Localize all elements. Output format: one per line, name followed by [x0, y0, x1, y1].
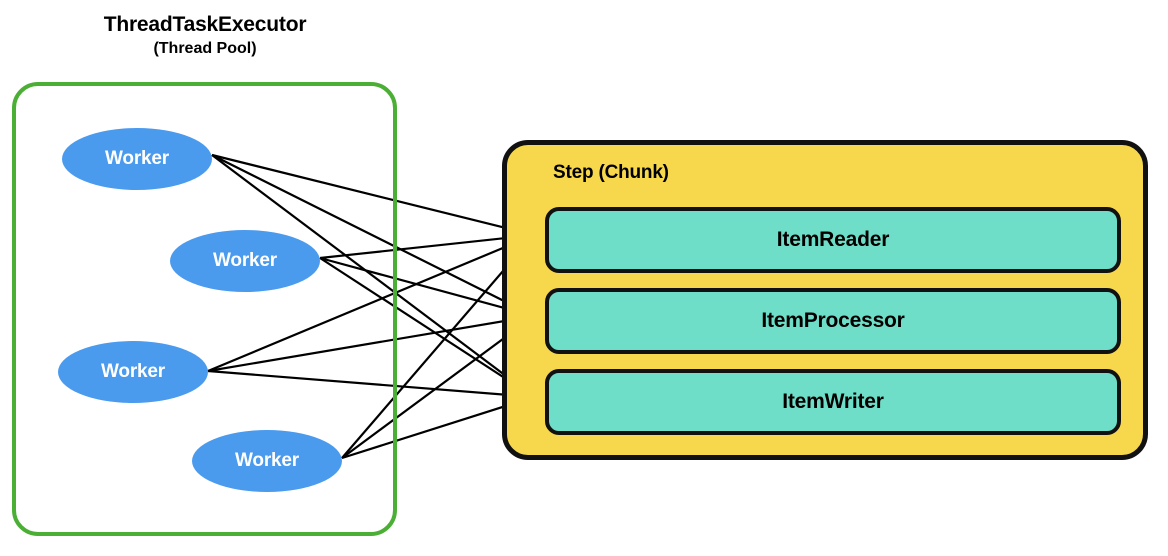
thread-pool-container: [12, 82, 397, 536]
step-chunk-container: Step (Chunk) ItemReader ItemProcessor It…: [502, 140, 1148, 460]
executor-title: ThreadTaskExecutor: [103, 13, 307, 36]
worker-node-3[interactable]: Worker: [58, 341, 208, 403]
executor-title-block: ThreadTaskExecutor (Thread Pool): [12, 12, 398, 60]
worker-label: Worker: [235, 450, 299, 471]
worker-label: Worker: [213, 250, 277, 271]
worker-label: Worker: [101, 361, 165, 382]
step-label: Step (Chunk): [553, 162, 669, 183]
component-item-writer[interactable]: ItemWriter: [545, 369, 1121, 435]
worker-label: Worker: [105, 148, 169, 169]
component-item-processor[interactable]: ItemProcessor: [545, 288, 1121, 354]
executor-subtitle: (Thread Pool): [153, 40, 257, 57]
worker-node-4[interactable]: Worker: [192, 430, 342, 492]
worker-node-1[interactable]: Worker: [62, 128, 212, 190]
component-item-reader[interactable]: ItemReader: [545, 207, 1121, 273]
worker-node-2[interactable]: Worker: [170, 230, 320, 292]
